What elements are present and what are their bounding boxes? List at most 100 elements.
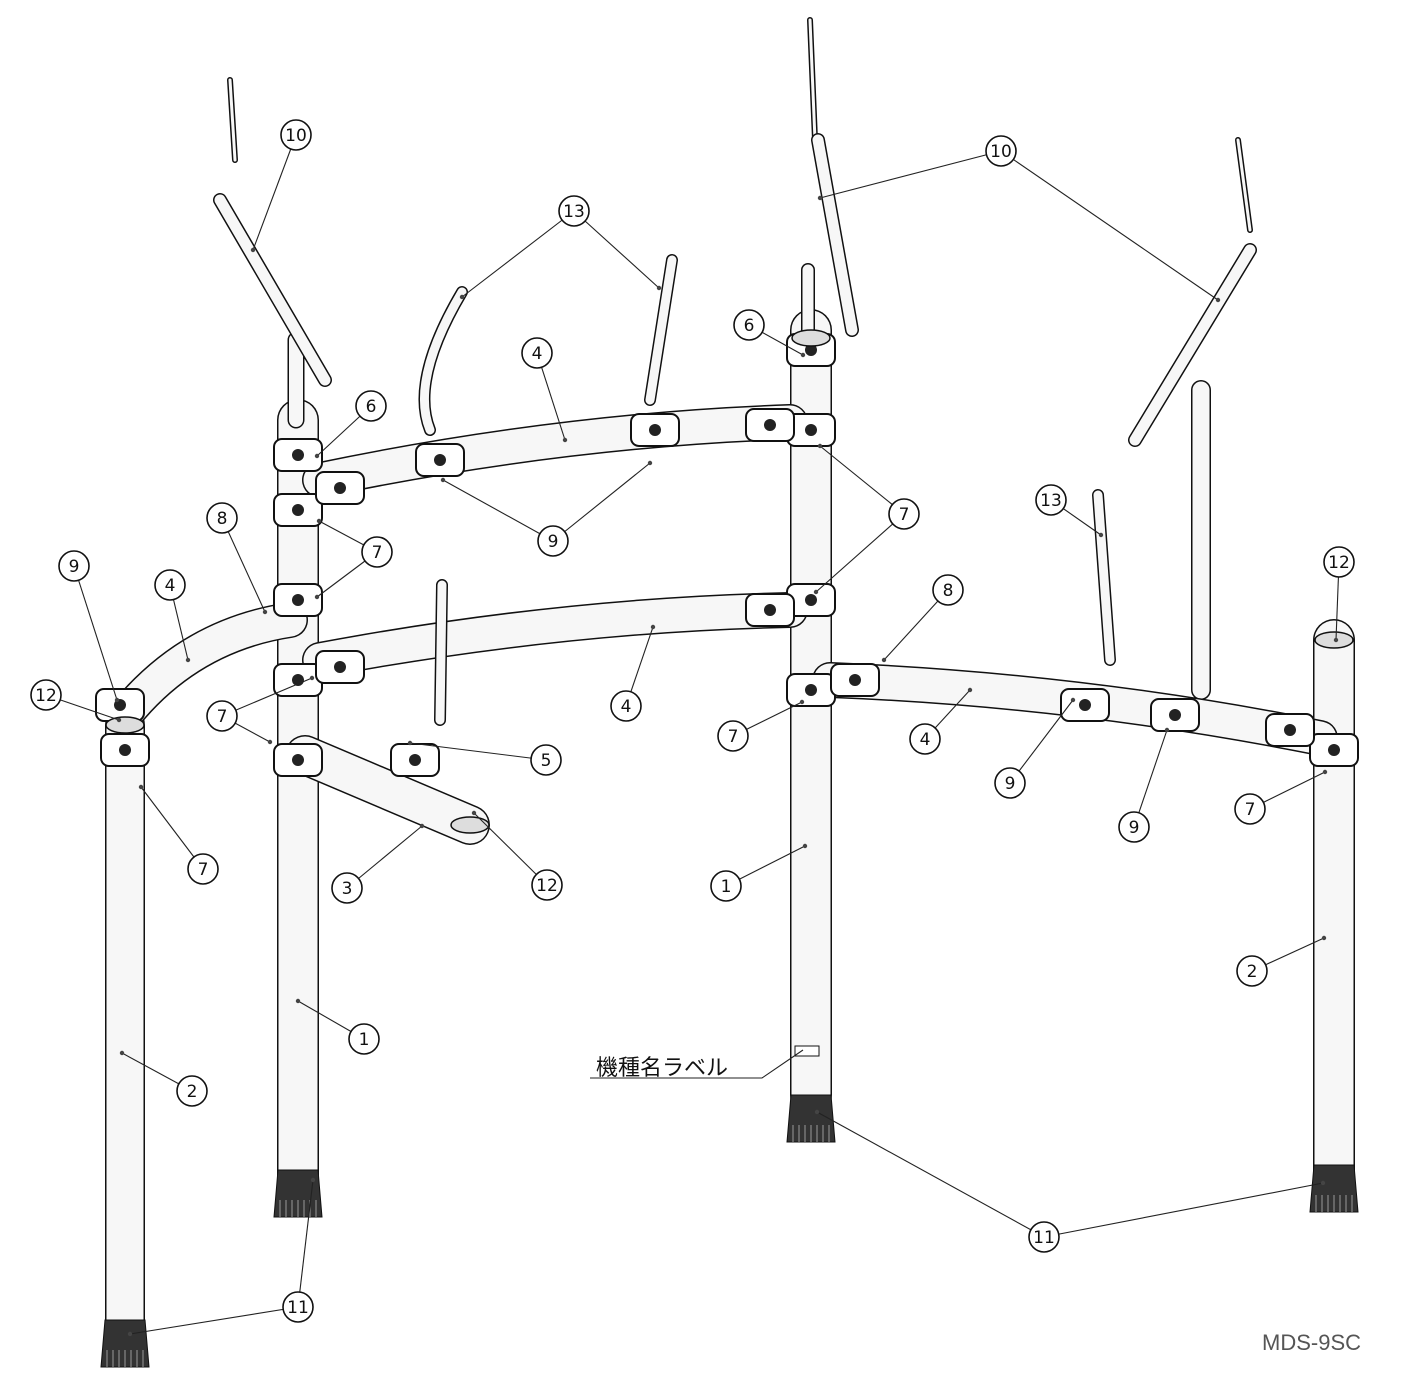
leader-dot xyxy=(295,998,301,1004)
callout: 5 xyxy=(530,744,562,776)
clamp xyxy=(315,650,365,684)
callout: 7 xyxy=(888,498,920,530)
leader-dot xyxy=(116,717,122,723)
callout-number: 5 xyxy=(541,751,552,771)
leader-dot xyxy=(407,740,413,746)
clamp xyxy=(1150,698,1200,732)
callout-circle xyxy=(348,1023,380,1055)
callout-number: 11 xyxy=(1033,1228,1055,1248)
callout: 9 xyxy=(537,525,569,557)
clamp xyxy=(1060,688,1110,722)
callout: 3 xyxy=(331,872,363,904)
callout: 11 xyxy=(1028,1221,1060,1253)
leader-dot xyxy=(262,609,268,615)
callout: 9 xyxy=(58,550,90,582)
leader-dot xyxy=(1164,727,1170,733)
leader-dot xyxy=(881,657,887,663)
leader-line xyxy=(442,479,554,542)
end-cap xyxy=(791,329,831,347)
callout: 1 xyxy=(348,1023,380,1055)
callout-circle xyxy=(1028,1221,1060,1253)
callout-circle xyxy=(1118,811,1150,843)
callout-circle xyxy=(1035,484,1067,516)
callout-number: 9 xyxy=(548,532,559,552)
leader-dot xyxy=(1320,1180,1326,1186)
leader-line xyxy=(552,462,651,542)
model-label-leader xyxy=(590,1049,804,1079)
callout-circle xyxy=(733,309,765,341)
callout-number: 9 xyxy=(69,557,80,577)
leader-line xyxy=(409,742,547,761)
callout-circle xyxy=(355,390,387,422)
leader-lines xyxy=(45,134,1340,1337)
callout-circle xyxy=(610,690,642,722)
callout-circle xyxy=(206,700,238,732)
callout-circle xyxy=(331,872,363,904)
leader-line xyxy=(819,445,905,515)
callout: 8 xyxy=(206,502,238,534)
model-label-sticker xyxy=(794,1045,820,1057)
callout-circle xyxy=(154,569,186,601)
callout-number: 7 xyxy=(198,860,209,880)
callout-circle xyxy=(888,498,920,530)
clamp xyxy=(1265,713,1315,747)
callout: 7 xyxy=(206,700,238,732)
clamp xyxy=(786,673,836,707)
leader-dot xyxy=(647,460,653,466)
callout-circle xyxy=(176,1075,208,1107)
callout-number: 7 xyxy=(899,505,910,525)
mount-rod-13b xyxy=(644,254,678,406)
callout-number: 4 xyxy=(621,697,632,717)
callout: 10 xyxy=(985,135,1017,167)
callout-circle xyxy=(1323,546,1355,578)
callout: 12 xyxy=(1323,546,1355,578)
leader-dot xyxy=(267,739,273,745)
clamp xyxy=(273,743,323,777)
leader-line xyxy=(815,513,905,593)
leader-line xyxy=(297,1179,314,1308)
callout-number: 9 xyxy=(1005,774,1016,794)
end-cap xyxy=(105,716,145,734)
callout-number: 8 xyxy=(943,581,954,601)
leader-dot xyxy=(1333,637,1339,643)
callout-number: 6 xyxy=(744,316,755,336)
clamp xyxy=(745,408,795,442)
callout-circle xyxy=(537,525,569,557)
callout: 10 xyxy=(280,119,312,151)
leader-dot xyxy=(817,443,823,449)
leader-dot xyxy=(314,453,320,459)
callout-number: 7 xyxy=(1245,800,1256,820)
leader-dot xyxy=(1070,697,1076,703)
callout-number: 2 xyxy=(187,1082,198,1102)
cymbal-arm-left xyxy=(213,193,332,387)
callout-circle xyxy=(30,679,62,711)
callout-circle xyxy=(710,870,742,902)
mount-rod-13c xyxy=(1092,489,1116,666)
leader-dot xyxy=(562,437,568,443)
leader-line xyxy=(1009,699,1074,784)
arm-middle xyxy=(302,592,808,678)
callout-circle xyxy=(985,135,1017,167)
callout-number: 12 xyxy=(35,686,57,706)
callout: 8 xyxy=(932,574,964,606)
leader-dot xyxy=(314,594,320,600)
callout: 2 xyxy=(1236,955,1268,987)
callout-number: 7 xyxy=(372,543,383,563)
cymbal-rod-left xyxy=(227,77,238,163)
callout-number: 1 xyxy=(359,1030,370,1050)
leader-line xyxy=(883,589,949,661)
callout-number: 4 xyxy=(165,576,176,596)
leader-dot xyxy=(802,843,808,849)
callout: 11 xyxy=(282,1291,314,1323)
cymbal-rod-right xyxy=(1235,137,1253,233)
callout-number: 13 xyxy=(563,202,585,222)
leader-line xyxy=(1133,729,1168,828)
model-label-caption: 機種名ラベル xyxy=(596,1056,729,1081)
leader-dot xyxy=(967,687,973,693)
callout-number: 10 xyxy=(285,126,307,146)
callout: 4 xyxy=(610,690,642,722)
leader-dot xyxy=(813,589,819,595)
callout-circle xyxy=(558,195,590,227)
callout: 7 xyxy=(361,536,393,568)
callout-circle xyxy=(206,502,238,534)
